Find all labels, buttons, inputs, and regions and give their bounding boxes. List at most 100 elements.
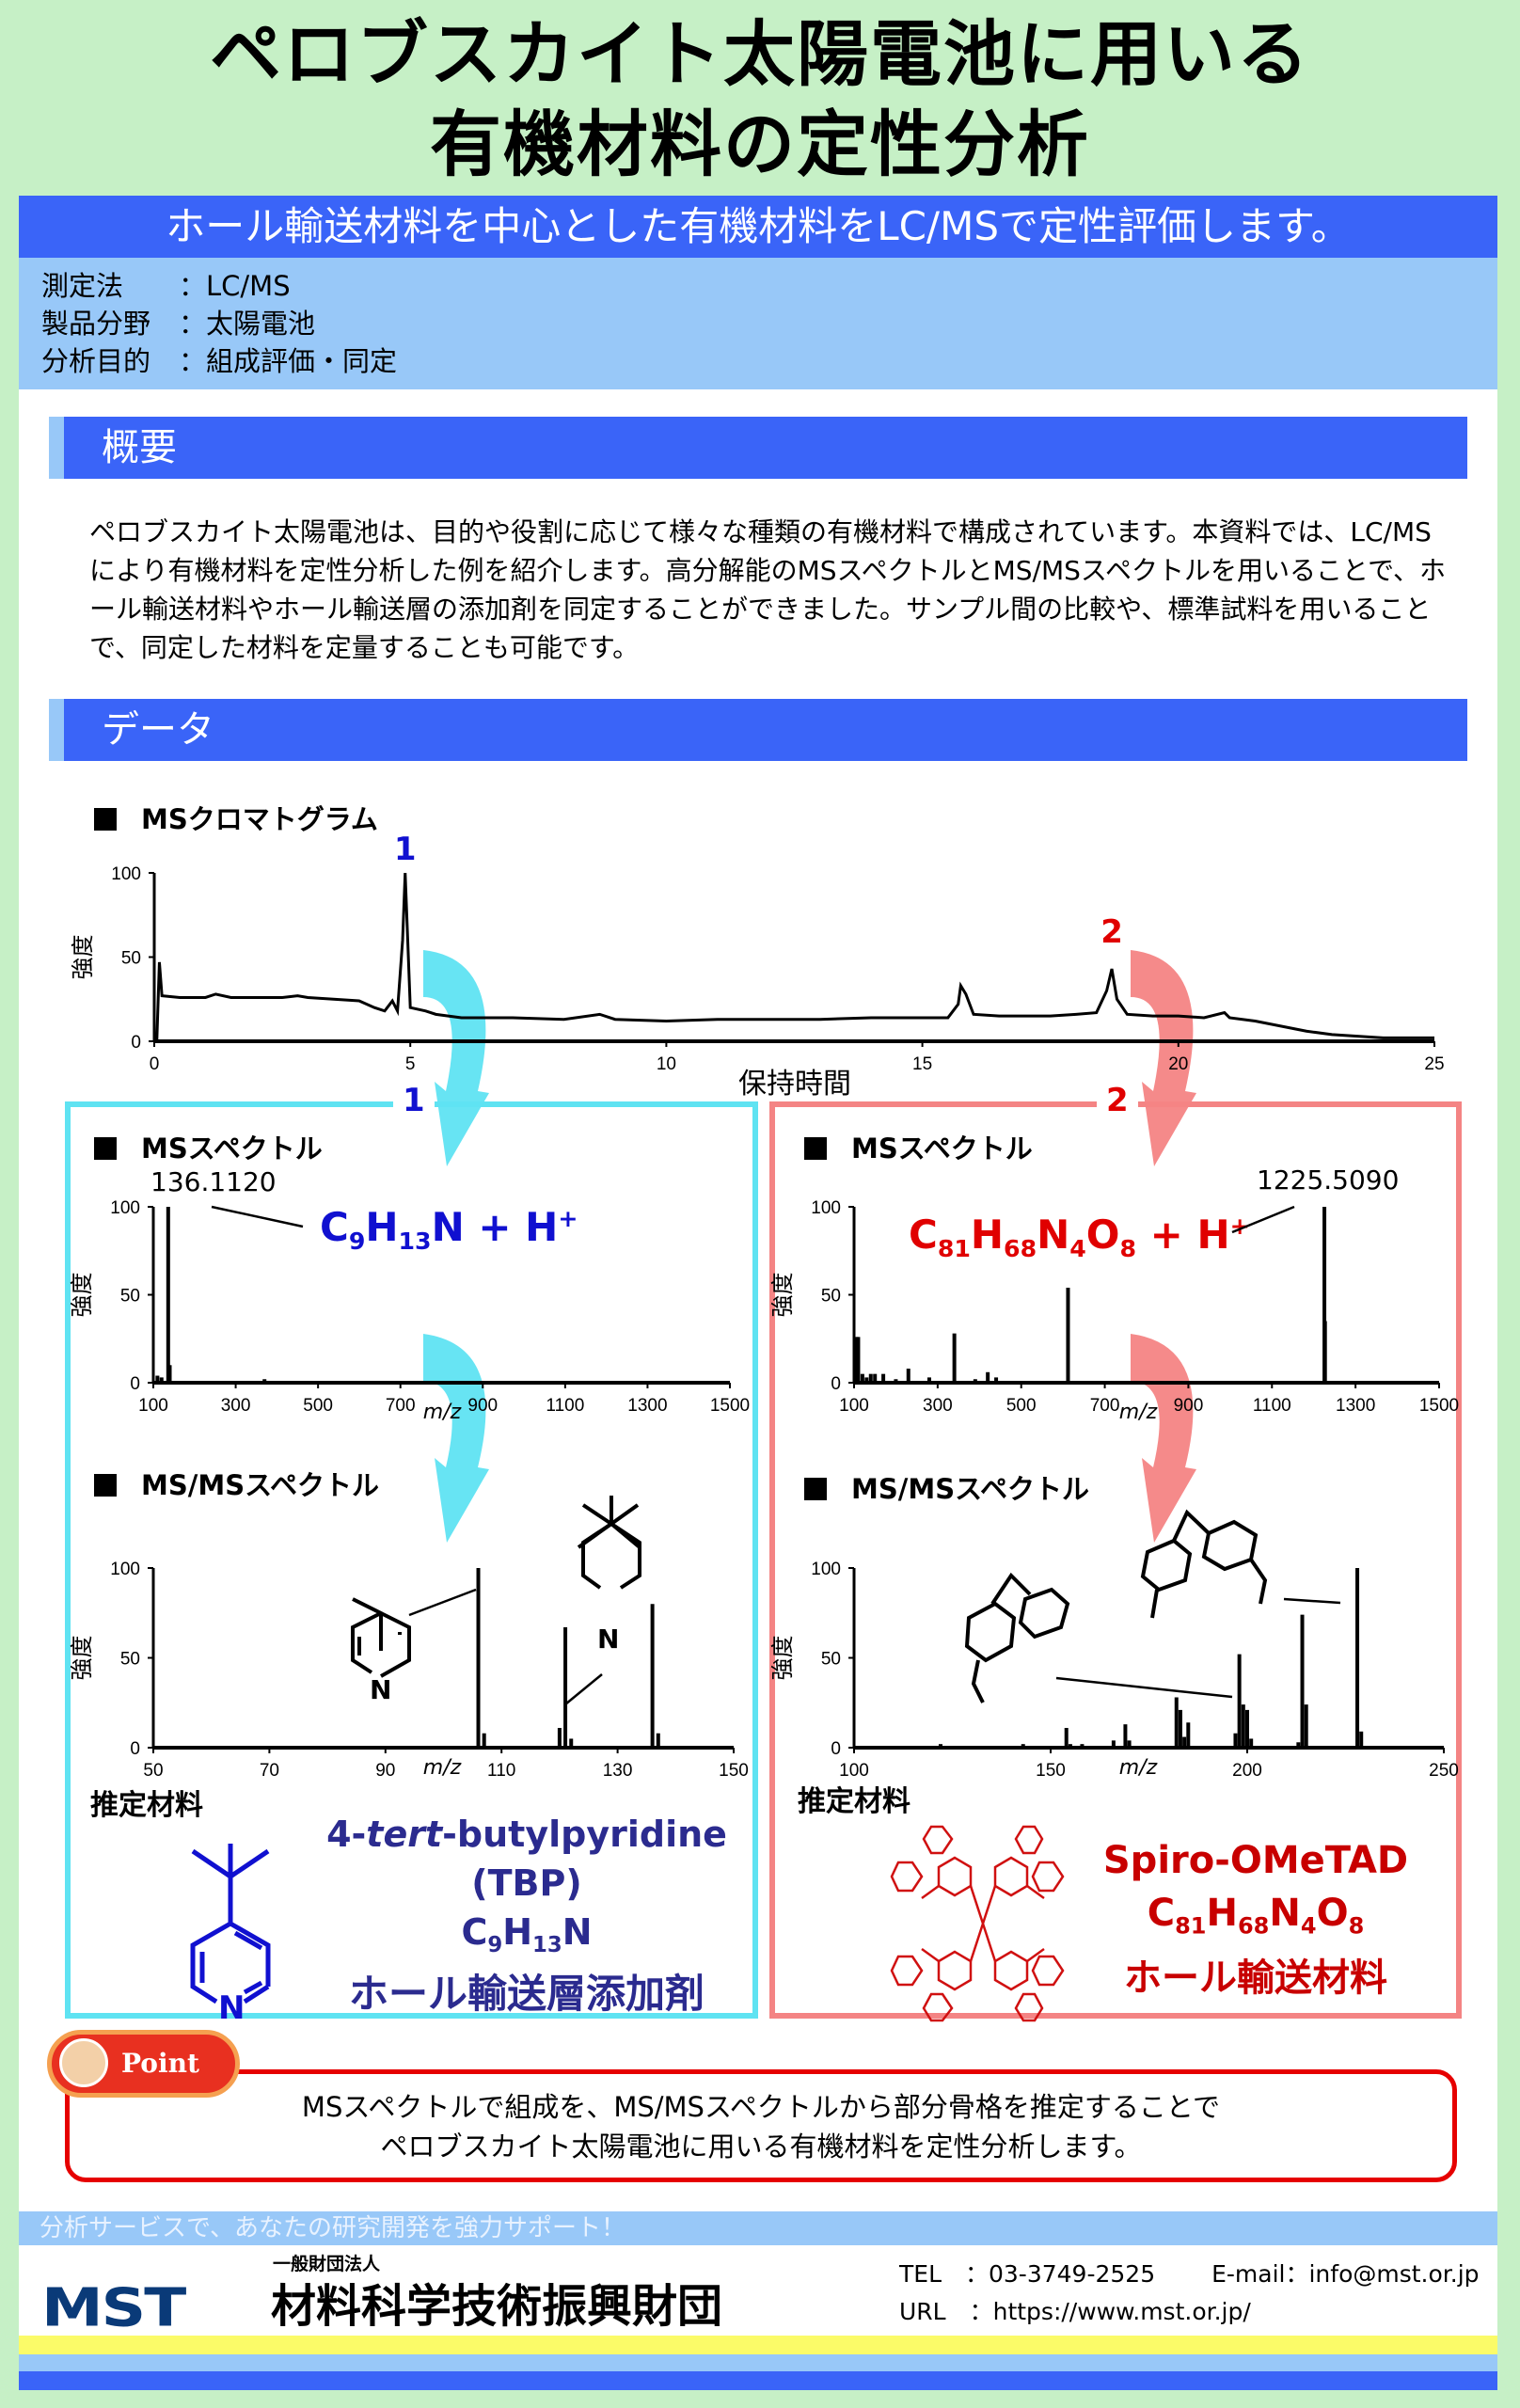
- material-left-role: ホール輸送層添加剤: [348, 1970, 705, 2017]
- footer-stripe-blue: [19, 2371, 1497, 2390]
- square-bullet-icon: [94, 1137, 117, 1160]
- f: + H: [1136, 1212, 1230, 1258]
- f: N: [562, 1911, 593, 1953]
- footer-stripe-yellow: [19, 2336, 1497, 2354]
- tel: TEL ：03-3749-2525: [899, 2260, 1156, 2288]
- url-link[interactable]: URL ：https://www.mst.or.jp/: [899, 2298, 1251, 2325]
- f: 13: [398, 1227, 432, 1255]
- title-line-2: 有機材料の定性分析: [430, 103, 1090, 186]
- f: 8: [1348, 1912, 1365, 1940]
- content-area: [19, 389, 1497, 2211]
- org-type: 一般財団法人: [273, 2254, 381, 2274]
- title-line-1: ペロブスカイト太陽電池に用いる: [210, 12, 1310, 96]
- chromatogram-title: MSクロマトグラム: [94, 798, 378, 837]
- f: 81: [1175, 1912, 1207, 1940]
- square-bullet-icon: [804, 1137, 827, 1160]
- msms2-title: MS/MSスペクトル: [804, 1467, 1089, 1507]
- square-bullet-icon: [94, 808, 117, 831]
- info-value: ：LC/MS: [179, 270, 291, 302]
- point-line-2: ペロブスカイト太陽電池に用いる有機材料を定性分析します。: [380, 2131, 1142, 2162]
- f: C: [461, 1911, 488, 1953]
- info-key: 分析目的: [41, 345, 151, 377]
- f: N: [1037, 1212, 1070, 1258]
- overview-text: ペロブスカイト太陽電池は、目的や役割に応じて様々な種類の有機材料で構成されていま…: [89, 516, 1446, 663]
- box-1-label: 1: [393, 1082, 435, 1119]
- email-link[interactable]: E-mail：info@mst.or.jp: [1211, 2260, 1480, 2288]
- f: C: [1147, 1892, 1176, 1935]
- material-left-text: 4-tert-butylpyridine (TBP) C9H13N ホール輸送層…: [310, 1810, 743, 2019]
- ms2-mass-label: 1225.5090: [1257, 1164, 1400, 1196]
- f: 81: [937, 1234, 971, 1262]
- info-row-field: 製品分野 ：太陽電池: [41, 305, 1475, 342]
- point-badge-text: Point: [121, 2048, 199, 2079]
- n: -butylpyridine: [442, 1814, 727, 1855]
- tbp-structure-icon: N: [190, 1844, 271, 2022]
- f: 68: [1004, 1234, 1037, 1262]
- n: tert: [366, 1814, 443, 1855]
- f: N + H: [431, 1204, 559, 1250]
- material-left-formula: C9H13N: [310, 1908, 743, 1970]
- info-row-purpose: 分析目的 ：組成評価・同定: [41, 342, 1475, 380]
- footer-tagline: 分析サービスで、あなたの研究開発を強力サポート！: [19, 2211, 1497, 2245]
- msms1-title-text: MS/MSスペクトル: [141, 1469, 380, 1501]
- material-right-text: Spiro-OMeTAD C81H68N4O8 ホール輸送材料: [1082, 1834, 1430, 2004]
- org-name: 材料科学技術振興財団: [271, 2280, 723, 2333]
- n: 4-: [326, 1814, 367, 1855]
- material-right-formula: C81H68N4O8: [1082, 1887, 1430, 1952]
- info-key: 製品分野: [41, 308, 151, 340]
- section-header-data: データ: [49, 699, 1467, 761]
- ms1-title: MSスペクトル: [94, 1127, 323, 1166]
- ms1-formula: C9H13N + H+: [320, 1204, 578, 1255]
- f: H: [970, 1212, 1005, 1258]
- info-row-method: 測定法 ：LC/MS: [41, 267, 1475, 305]
- f: 9: [487, 1932, 503, 1957]
- f: 4: [1069, 1234, 1086, 1262]
- pointing-hand-icon: [59, 2038, 108, 2087]
- square-bullet-icon: [804, 1478, 827, 1500]
- f: C: [320, 1204, 349, 1250]
- msms1-title: MS/MSスペクトル: [94, 1464, 379, 1503]
- info-value: ：組成評価・同定: [179, 345, 398, 377]
- footer-stripe-lightblue: [19, 2354, 1497, 2371]
- f: 13: [532, 1932, 562, 1957]
- msms2-title-text: MS/MSスペクトル: [851, 1473, 1090, 1505]
- f: C: [909, 1212, 938, 1258]
- subtitle-banner: ホール輸送材料を中心とした有機材料をLC/MSで定性評価します。: [19, 196, 1497, 258]
- footer: [19, 2245, 1497, 2336]
- info-key: 測定法: [41, 270, 124, 302]
- f: N: [1269, 1892, 1301, 1935]
- f: H: [365, 1204, 399, 1250]
- f: 4: [1300, 1912, 1317, 1940]
- chromatogram-title-text: MSクロマトグラム: [141, 803, 378, 835]
- f: 8: [1119, 1234, 1137, 1262]
- material-left-abbr: (TBP): [471, 1862, 582, 1904]
- point-box: MSスペクトルで組成を、MS/MSスペクトルから部分骨格を推定することで ペロブ…: [65, 2069, 1457, 2182]
- f: O: [1085, 1212, 1120, 1258]
- info-panel: 測定法 ：LC/MS 製品分野 ：太陽電池 分析目的 ：組成評価・同定: [19, 258, 1497, 389]
- estimated-material-label-left: 推定材料: [90, 1789, 203, 1822]
- tbp-n-label: N: [218, 1989, 245, 2022]
- point-line-1: MSスペクトルで組成を、MS/MSスペクトルから部分骨格を推定することで: [301, 2091, 1221, 2123]
- f: +: [1229, 1212, 1250, 1240]
- page-title: ペロブスカイト太陽電池に用いる 有機材料の定性分析: [0, 9, 1520, 190]
- point-badge: Point: [47, 2030, 240, 2098]
- ms1-mass-label: 136.1120: [150, 1166, 277, 1197]
- contact-info: TEL ：03-3749-2525 E-mail：info@mst.or.jp U…: [899, 2256, 1480, 2331]
- f: H: [502, 1911, 533, 1953]
- material-left-name: 4-tert-butylpyridine: [310, 1810, 743, 1859]
- square-bullet-icon: [94, 1474, 117, 1497]
- mst-logo: MST: [41, 2276, 186, 2339]
- f: O: [1316, 1892, 1349, 1935]
- f: 68: [1237, 1912, 1270, 1940]
- material-right-name: Spiro-OMeTAD: [1102, 1839, 1409, 1882]
- info-value: ：太陽電池: [179, 308, 316, 340]
- ms1-title-text: MSスペクトル: [141, 1133, 323, 1164]
- f: +: [558, 1204, 578, 1232]
- material-right-role: ホール輸送材料: [1124, 1956, 1387, 2001]
- f: H: [1206, 1892, 1238, 1935]
- ms2-title: MSスペクトル: [804, 1127, 1033, 1166]
- estimated-material-label-right: 推定材料: [798, 1785, 910, 1818]
- ms2-title-text: MSスペクトル: [851, 1133, 1033, 1164]
- box-2-label: 2: [1097, 1082, 1138, 1119]
- ms2-formula: C81H68N4O8 + H+: [909, 1212, 1250, 1262]
